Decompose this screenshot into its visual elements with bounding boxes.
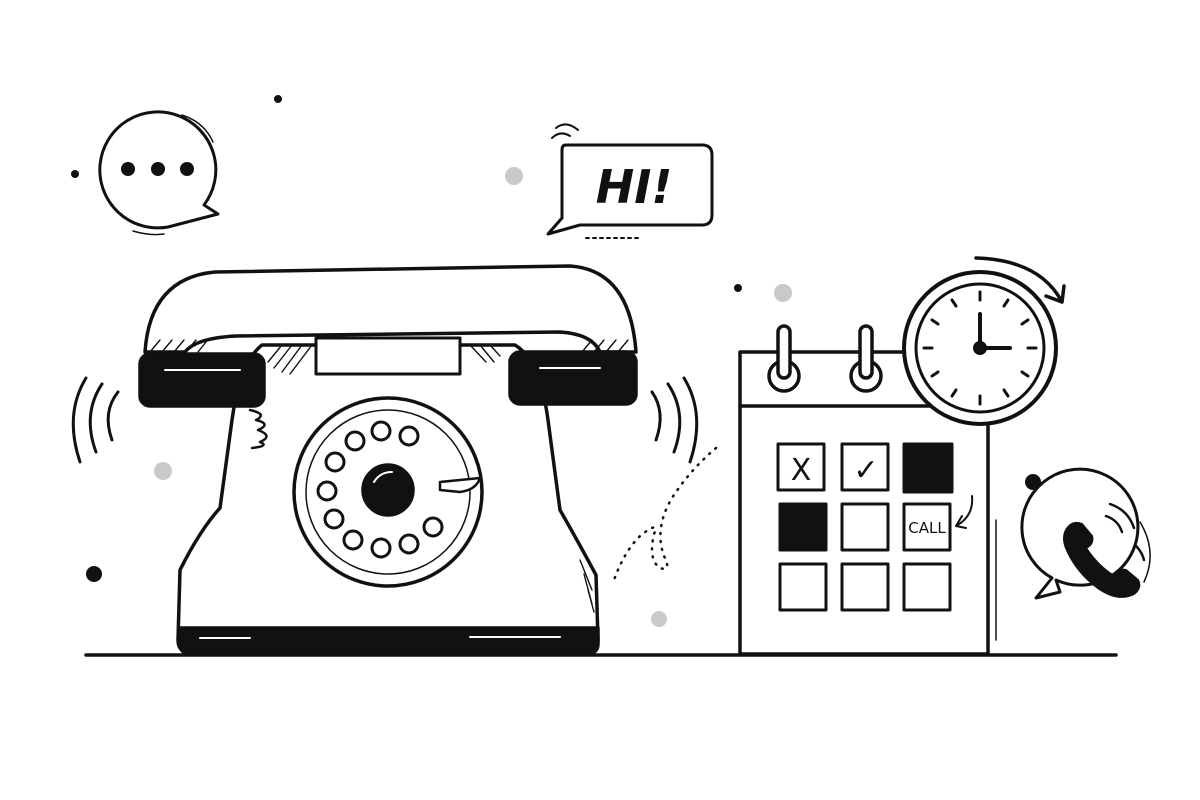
dial-center: [361, 463, 415, 517]
day-cell: [902, 562, 952, 612]
body-hatching: [267, 344, 595, 613]
earpiece: [138, 352, 266, 408]
dial-holes: [316, 420, 444, 559]
dot: [71, 170, 79, 178]
label-plate: [314, 336, 462, 376]
check-mark: ✓: [853, 453, 878, 488]
mouthpiece: [508, 350, 638, 406]
calendar-icon: X ✓ CALL: [738, 324, 997, 656]
phone-base: [178, 626, 600, 656]
call-label: CALL: [908, 519, 946, 537]
handset-hatching: [149, 339, 629, 353]
ring-waves-left: [71, 376, 120, 464]
dot: [154, 462, 172, 480]
typing-bubble-icon: [98, 110, 220, 236]
finger-stop: [438, 476, 482, 494]
clock-ticks: [922, 290, 1038, 406]
hi-text: HI!: [596, 160, 673, 214]
call-waves: [1104, 502, 1146, 562]
dot: [505, 167, 523, 185]
dotted-trail: [612, 446, 718, 582]
phone-cord: [248, 408, 268, 450]
clock-icon: [902, 256, 1066, 426]
day-cell-x: [776, 442, 826, 492]
day-cell: [840, 502, 890, 552]
decor-dots: [71, 95, 1041, 627]
phone-call-bubble-icon: [1020, 467, 1151, 600]
day-cell: [778, 562, 828, 612]
calendar-grid: [776, 442, 954, 612]
dot: [86, 566, 102, 582]
day-cell-filled: [902, 442, 954, 494]
calendar-rings: [767, 324, 883, 393]
call-arrow: [955, 495, 974, 529]
rotary-telephone-icon: [71, 264, 699, 656]
dot: [774, 284, 792, 302]
dot: [734, 284, 742, 292]
day-cell-filled: [778, 502, 828, 552]
dot: [274, 95, 282, 103]
day-cell-check: [840, 442, 890, 492]
x-mark: X: [791, 453, 812, 488]
hi-speech-bubble-icon: HI!: [546, 123, 714, 239]
rotation-arrow: [974, 256, 1066, 304]
day-cell: [840, 562, 890, 612]
ring-waves-right: [650, 376, 699, 464]
phone-handset-icon: [1063, 521, 1141, 598]
dot: [651, 611, 667, 627]
handset: [143, 264, 638, 354]
day-cell-call: [902, 502, 952, 552]
